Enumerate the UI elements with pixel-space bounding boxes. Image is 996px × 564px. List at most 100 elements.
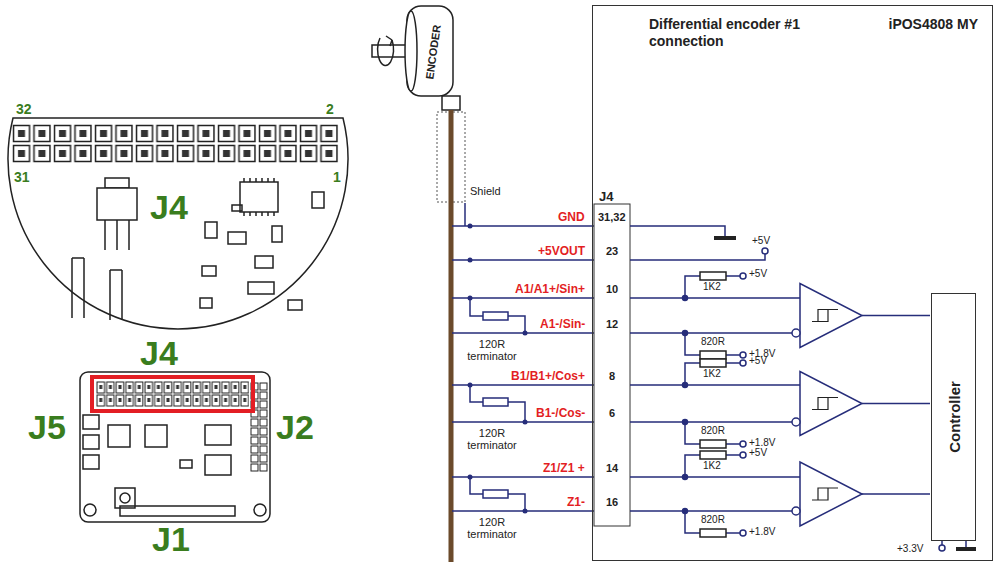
pin-label: 1K2	[703, 461, 721, 471]
zoom-view-part	[232, 205, 242, 211]
board-outline-part	[92, 377, 253, 411]
board-outline-part	[96, 381, 249, 407]
board-outline-part	[80, 372, 270, 522]
zoom-view-part	[240, 182, 278, 212]
zoom-view-part	[8, 118, 348, 329]
zoom-view-part	[228, 232, 246, 244]
zoom-view-part	[12, 124, 340, 164]
wires-part	[762, 248, 768, 254]
pin-label: 1	[333, 170, 341, 184]
wires-part	[483, 312, 508, 320]
encoder-cable-part	[449, 110, 454, 562]
wires-part	[714, 236, 736, 240]
pin-label: 14	[606, 463, 618, 474]
board-outline-part	[84, 504, 96, 516]
board-outline-part	[108, 425, 130, 447]
signal-name: B1/B1+/Cos+	[511, 370, 585, 382]
wires-part	[630, 226, 765, 260]
zoom-view-part	[244, 178, 274, 216]
wires-part	[452, 226, 594, 511]
signal-name: Z1/Z1 +	[543, 462, 585, 474]
board-outline-part	[120, 493, 130, 503]
board-outline-part	[115, 488, 135, 508]
wire-dots-part	[523, 420, 528, 425]
comparator-channels-part	[792, 418, 800, 426]
pin-label: +5V	[752, 236, 770, 246]
comparator-channels-part	[683, 331, 688, 336]
connector-name: J5	[28, 410, 66, 444]
wire-dots-part	[523, 509, 528, 514]
signal-name: +5VOUT	[538, 245, 585, 257]
comparator-channels-part	[740, 352, 746, 358]
board-outline-part	[120, 506, 235, 516]
wires-part	[483, 490, 508, 498]
comparator-channels-part	[800, 284, 862, 348]
signal-name: A1-/Sin-	[540, 318, 585, 330]
comparator-channels-part	[740, 441, 746, 447]
zoom-view-part	[205, 222, 217, 238]
comparator-channels-part	[812, 310, 838, 322]
wire-dots-part	[468, 258, 473, 263]
pin-label: 2	[326, 102, 334, 116]
comparator-channels-part	[630, 298, 930, 333]
encoder-shaft	[372, 36, 408, 65]
pin-label: 1K2	[703, 369, 721, 379]
pin-label: 820R	[701, 337, 725, 347]
wire-dots-part	[468, 475, 473, 480]
comparator-channels-part	[683, 420, 688, 425]
connector-name: J4	[150, 190, 188, 224]
pin-label: +1.8V	[749, 438, 775, 448]
comparator-channels-part	[740, 452, 746, 458]
comparator-channels-part	[683, 475, 688, 480]
comparator-channels-part	[800, 462, 862, 526]
comparator-channels	[630, 272, 930, 537]
comparator-channels-part	[700, 272, 726, 280]
controller-supply-part	[939, 545, 945, 551]
comparator-channels-part	[740, 273, 746, 279]
board-outline-part	[180, 460, 192, 468]
connector-name: J4	[140, 336, 178, 370]
pin-label: 820R	[701, 426, 725, 436]
pin-label: 120R terminator	[457, 427, 527, 451]
pin-label: 820R	[701, 515, 725, 525]
signal-name: A1/A1+/Sin+	[515, 283, 585, 295]
board-outline-part	[205, 425, 231, 445]
signal-name: B1-/Cos-	[536, 407, 585, 419]
zoom-view-part	[97, 188, 137, 220]
pin-label: 8	[609, 371, 615, 382]
wires-part	[470, 298, 525, 511]
comparator-channels-part	[700, 351, 726, 359]
comparator-channels-part	[700, 529, 726, 537]
controller-box: Controller	[931, 293, 976, 541]
zoom-view-part	[202, 266, 216, 276]
comparator-channels-part	[700, 451, 726, 459]
pin-label: 32	[16, 102, 32, 116]
encoder-cable-part	[464, 203, 466, 226]
pin-label: +5V	[749, 448, 767, 458]
comparator-channels-part	[630, 477, 930, 511]
comparator-channels-part	[683, 296, 688, 301]
drive-box: Differential encoder #1 connection iPOS48…	[592, 5, 993, 561]
comparator-channels-part	[630, 385, 930, 422]
pin-label: J4	[599, 190, 613, 203]
board-outline	[80, 372, 270, 522]
device-name: iPOS4808 MY	[889, 16, 979, 33]
zoom-view-part	[248, 282, 274, 294]
zoom-view-part	[272, 226, 282, 242]
encoder-outline-part	[405, 11, 417, 91]
box-title: Differential encoder #1 connection	[649, 16, 859, 50]
wire-dots-part	[468, 383, 473, 388]
controller-supply-part	[956, 547, 976, 551]
encoder-body: ENCODER	[395, 2, 465, 102]
connector-name: J2	[276, 410, 314, 444]
board-outline-part	[83, 415, 99, 429]
zoom-view-part	[105, 178, 129, 188]
comparator-channels-part	[800, 372, 862, 436]
board-outline-part	[145, 425, 167, 447]
encoder-cable-part	[442, 96, 460, 110]
zoom-view-part	[288, 300, 302, 310]
pin-label: Shield	[470, 186, 501, 197]
zoom-view-part	[255, 256, 273, 268]
encoder-shaft-part	[386, 36, 392, 46]
